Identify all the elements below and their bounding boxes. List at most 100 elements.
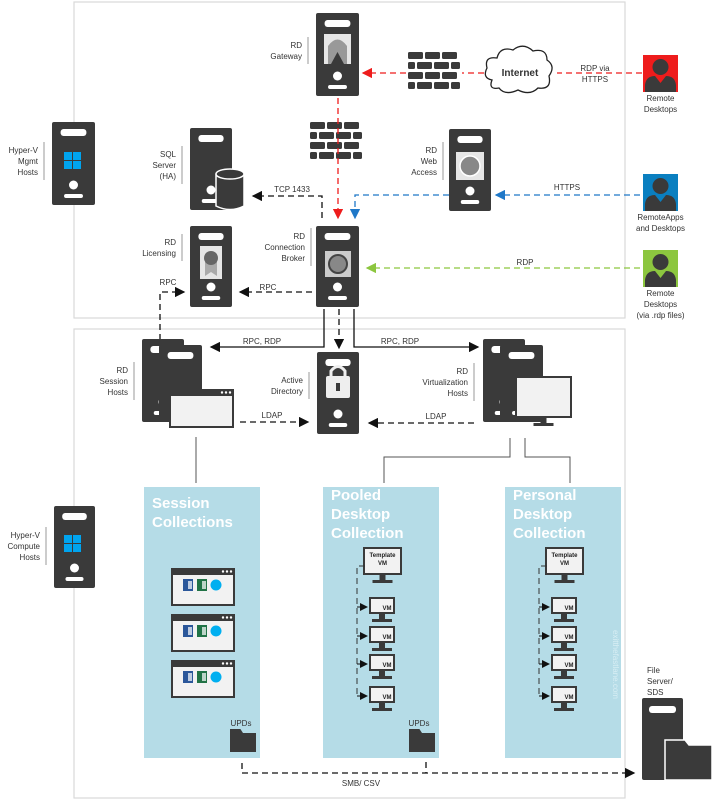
pooled-collection-title: Pooled bbox=[331, 487, 381, 504]
monitor-neck bbox=[561, 671, 567, 676]
personal-collection-title: Desktop bbox=[513, 506, 572, 523]
broker-icon bbox=[328, 254, 348, 274]
monitor-neck bbox=[561, 703, 567, 708]
monitor-base bbox=[372, 648, 392, 651]
vent-slot bbox=[328, 296, 347, 300]
drive-slot bbox=[198, 233, 224, 240]
hyperv-mgmt-label-line: Hyper-V bbox=[9, 146, 39, 155]
rd-gateway-server bbox=[316, 13, 359, 96]
power-button-icon bbox=[465, 186, 475, 196]
window-dot-icon bbox=[221, 616, 225, 619]
active-directory-server bbox=[317, 352, 359, 434]
upds-label: UPDs bbox=[231, 719, 252, 728]
monitor-base bbox=[554, 619, 574, 622]
skype-icon bbox=[210, 579, 222, 591]
brick bbox=[344, 122, 359, 129]
windows-logo-icon bbox=[64, 152, 72, 160]
drive-slot bbox=[649, 706, 676, 713]
user-head-icon bbox=[652, 254, 669, 270]
sql-server-label-line: (HA) bbox=[160, 172, 177, 181]
window-dot-icon bbox=[225, 570, 229, 573]
monitor-screen bbox=[553, 628, 575, 641]
monitor-base bbox=[554, 708, 574, 711]
rd-session-hosts-label-line: Hosts bbox=[108, 388, 128, 397]
rd-connection-broker-label-line: Connection bbox=[265, 243, 305, 252]
cloud-shape bbox=[484, 45, 553, 94]
brick bbox=[425, 52, 440, 59]
monitor-neck bbox=[379, 703, 385, 708]
hyperv-compute-label-line: Compute bbox=[8, 542, 41, 551]
drive-slot bbox=[62, 513, 87, 520]
brick bbox=[442, 52, 457, 59]
skype-icon bbox=[210, 671, 222, 683]
rdp-via-https-label: RDP via bbox=[580, 64, 610, 73]
app-page bbox=[202, 581, 206, 589]
brick bbox=[451, 82, 460, 89]
pooled-vm: VM bbox=[369, 626, 395, 651]
hyperv-mgmt-label-line: Hosts bbox=[18, 168, 38, 177]
monitor-base bbox=[533, 423, 554, 426]
file-server-label: File bbox=[647, 666, 660, 675]
ldap-label: LDAP bbox=[426, 412, 447, 421]
internet-firewall-icon bbox=[408, 52, 460, 89]
monitor-screen bbox=[553, 599, 575, 612]
internet-label: Internet bbox=[502, 68, 539, 79]
brick bbox=[353, 132, 362, 139]
window-dot-icon bbox=[229, 570, 233, 573]
power-button-icon bbox=[333, 71, 342, 81]
windows-logo-icon bbox=[64, 161, 72, 169]
rd-licensing-label-line: Licensing bbox=[142, 249, 176, 258]
hyperv-mgmt-label-line: Mgmt bbox=[18, 157, 39, 166]
monitor-base bbox=[554, 648, 574, 651]
brick bbox=[310, 142, 325, 149]
rd-web-access-label-line: Access bbox=[411, 168, 437, 177]
brick bbox=[336, 152, 351, 159]
monitor-label: VM bbox=[383, 606, 392, 612]
personal-vm: VM bbox=[551, 654, 577, 679]
rdp-via-https-label: HTTPS bbox=[582, 75, 608, 84]
window-dot-icon bbox=[221, 570, 225, 573]
app-page bbox=[202, 673, 206, 681]
watermark: exitthefastlane.com bbox=[611, 630, 620, 699]
user-label: Remote bbox=[646, 289, 675, 298]
brick bbox=[319, 132, 334, 139]
brick bbox=[319, 152, 334, 159]
window-dot-icon bbox=[224, 391, 228, 394]
monitor-neck bbox=[540, 418, 547, 423]
active-directory-label-line: Directory bbox=[271, 387, 303, 396]
power-button-icon bbox=[70, 563, 79, 573]
rd-gateway-label-line: Gateway bbox=[270, 52, 302, 61]
monitor-label: VM bbox=[565, 635, 574, 641]
smb-csv-line bbox=[241, 763, 636, 779]
brick bbox=[434, 82, 449, 89]
monitor-base bbox=[554, 580, 575, 583]
hyperv-compute-label-line: Hyper-V bbox=[11, 531, 41, 540]
session-app-window bbox=[171, 660, 235, 698]
rd-licensing-server bbox=[190, 226, 232, 307]
rd-web-access-label-line: RD bbox=[425, 146, 437, 155]
window-dot-icon bbox=[229, 616, 233, 619]
sql-server-label-line: SQL bbox=[160, 150, 177, 159]
app-page bbox=[188, 673, 192, 681]
sql-server bbox=[190, 128, 245, 211]
monitor-base bbox=[372, 580, 393, 583]
app-page bbox=[188, 627, 192, 635]
keyhole bbox=[336, 383, 340, 391]
ldap-label: LDAP bbox=[262, 411, 283, 420]
gateway-door bbox=[331, 52, 344, 64]
brick bbox=[417, 62, 432, 69]
virtualization-monitor-icon bbox=[515, 376, 572, 426]
rd-licensing-label-line: RD bbox=[164, 238, 176, 247]
window-dot-icon bbox=[220, 391, 224, 394]
drive-slot bbox=[457, 136, 483, 143]
monitor-neck bbox=[379, 575, 386, 580]
drive-slot bbox=[508, 352, 535, 359]
rd-session-hosts-label-line: Session bbox=[100, 377, 128, 386]
brick bbox=[336, 132, 351, 139]
